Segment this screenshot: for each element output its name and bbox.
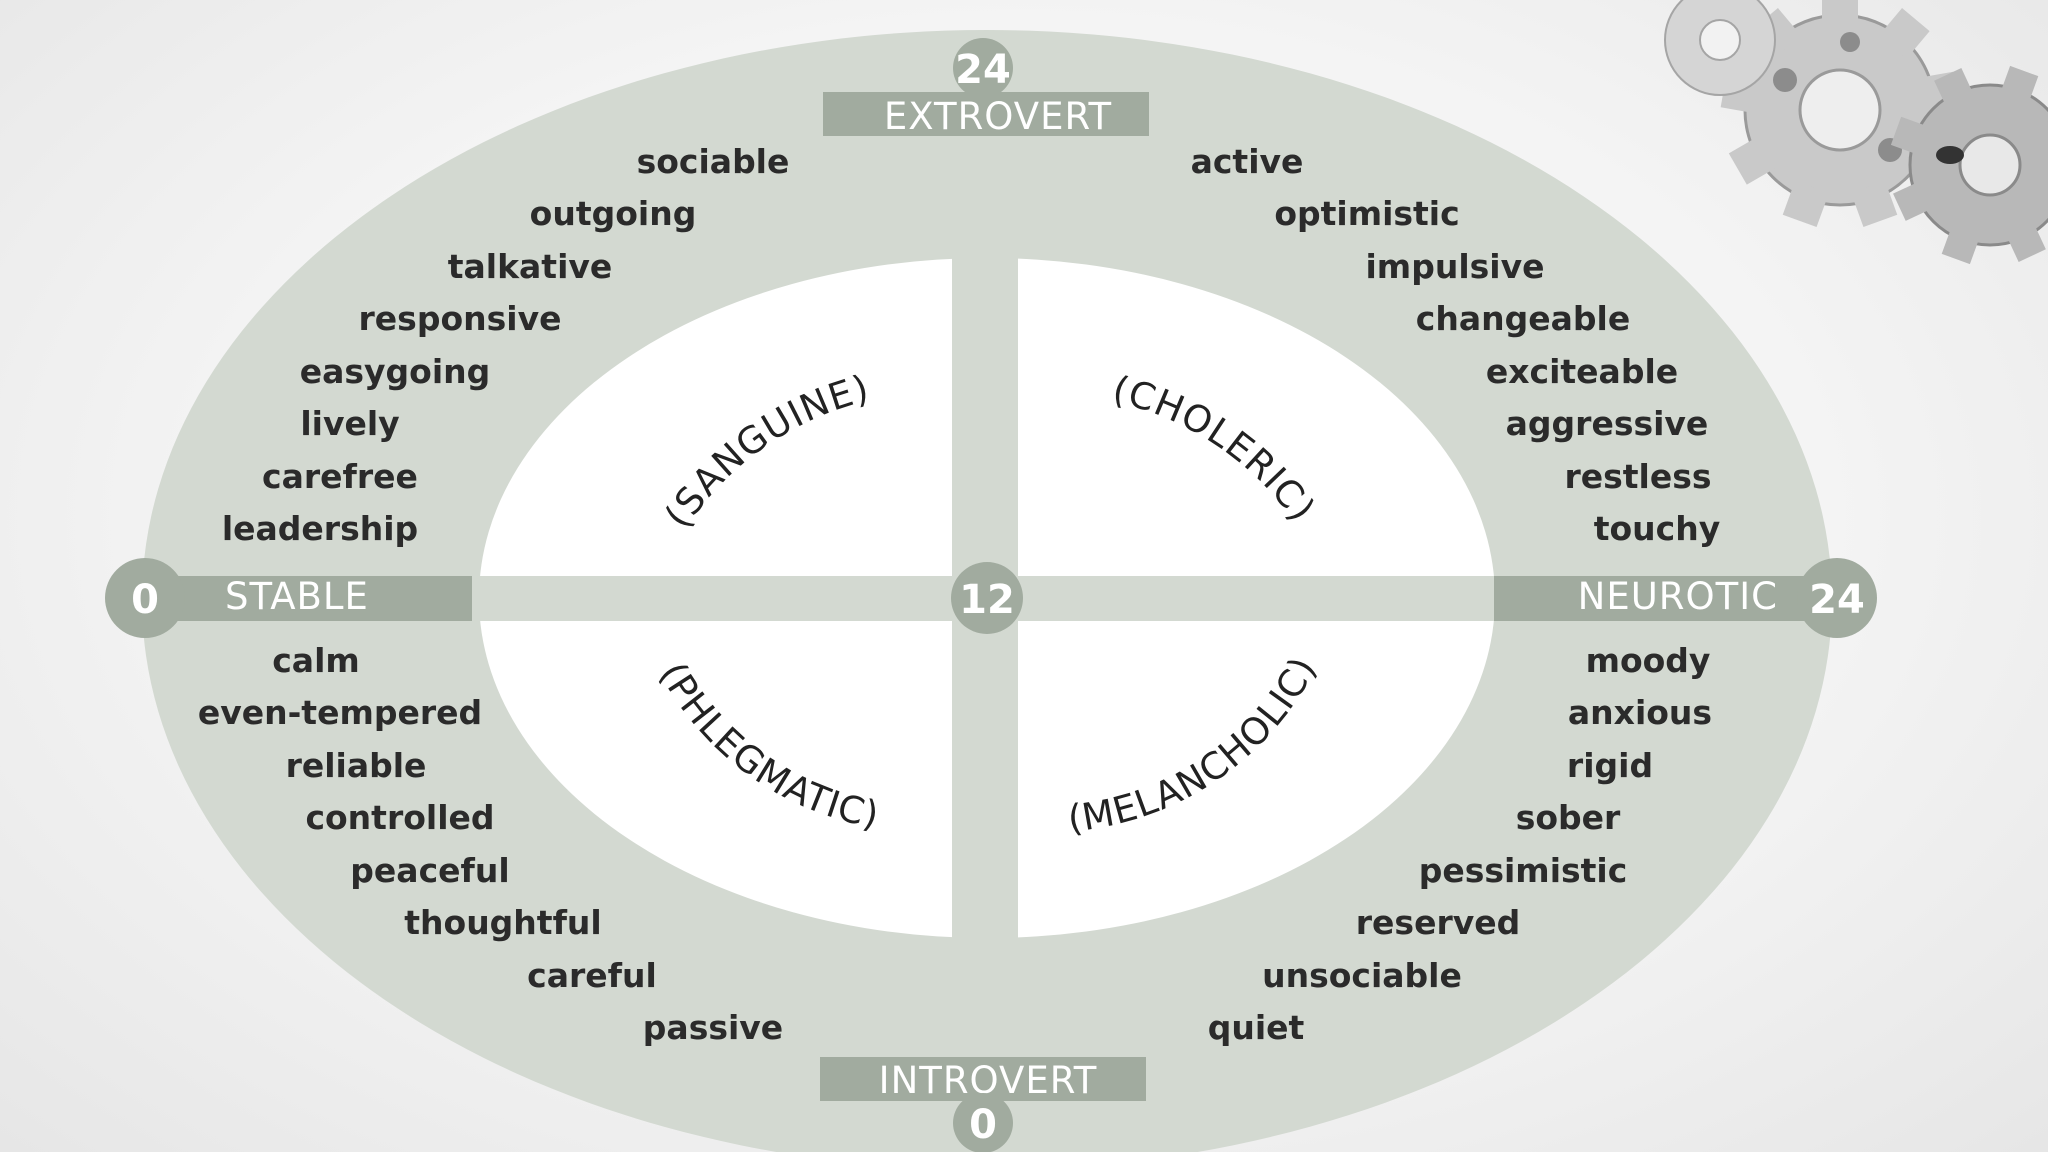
trait-word: controlled	[305, 798, 494, 837]
scale-circle-center	[951, 562, 1023, 634]
trait-word: active	[1191, 142, 1304, 181]
trait-word: sociable	[637, 142, 790, 181]
trait-word: passive	[643, 1008, 783, 1047]
stable-label-box	[130, 576, 472, 621]
extrovert-label-box	[823, 92, 1149, 136]
trait-word: lively	[300, 404, 399, 443]
scale-circle-right	[1797, 558, 1877, 638]
scale-circle-left	[105, 558, 185, 638]
neurotic-label: NEUROTIC	[1578, 575, 1778, 618]
traits-top-left: sociable outgoing talkative responsive e…	[222, 142, 790, 548]
traits-top-right: active optimistic impulsive changeable e…	[1191, 142, 1721, 548]
trait-word: calm	[272, 641, 360, 680]
trait-word: changeable	[1416, 299, 1630, 338]
scale-value-center: 12	[959, 577, 1015, 623]
trait-word: optimistic	[1274, 194, 1459, 233]
trait-word: talkative	[448, 247, 613, 286]
trait-word: sober	[1516, 798, 1621, 837]
scale-value-left: 0	[131, 577, 159, 623]
trait-word: touchy	[1594, 509, 1721, 548]
trait-word: even-tempered	[198, 693, 482, 732]
trait-word: reliable	[286, 746, 427, 785]
scale-value-right: 24	[1809, 577, 1865, 623]
traits-bottom-left: calm even-tempered reliable controlled p…	[198, 641, 783, 1047]
scale-value-top: 24	[955, 47, 1011, 93]
trait-word: thoughtful	[404, 903, 601, 942]
stable-label: STABLE	[225, 575, 369, 618]
trait-word: anxious	[1568, 693, 1712, 732]
extrovert-label: EXTROVERT	[884, 95, 1112, 138]
neurotic-label-box	[1494, 576, 1839, 621]
trait-word: pessimistic	[1419, 851, 1628, 890]
scale-circle-bottom	[953, 1093, 1013, 1152]
traits-bottom-right: moody anxious rigid sober pessimistic re…	[1208, 641, 1712, 1047]
scale-circle-top	[953, 38, 1013, 98]
trait-word: moody	[1586, 641, 1711, 680]
trait-word: responsive	[359, 299, 562, 338]
trait-word: reserved	[1356, 903, 1520, 942]
gears-decoration-icon	[1664, 0, 2048, 265]
trait-word: unsociable	[1262, 956, 1462, 995]
trait-word: leadership	[222, 509, 418, 548]
trait-word: exciteable	[1486, 352, 1678, 391]
trait-word: peaceful	[350, 851, 509, 890]
trait-word: quiet	[1208, 1008, 1305, 1047]
scale-value-bottom: 0	[969, 1102, 997, 1148]
trait-word: easygoing	[300, 352, 491, 391]
trait-word: restless	[1564, 457, 1711, 496]
trait-word: impulsive	[1366, 247, 1545, 286]
trait-word: carefree	[262, 457, 418, 496]
trait-word: rigid	[1567, 746, 1653, 785]
trait-word: outgoing	[530, 194, 697, 233]
trait-word: aggressive	[1506, 404, 1709, 443]
trait-word: careful	[527, 956, 657, 995]
